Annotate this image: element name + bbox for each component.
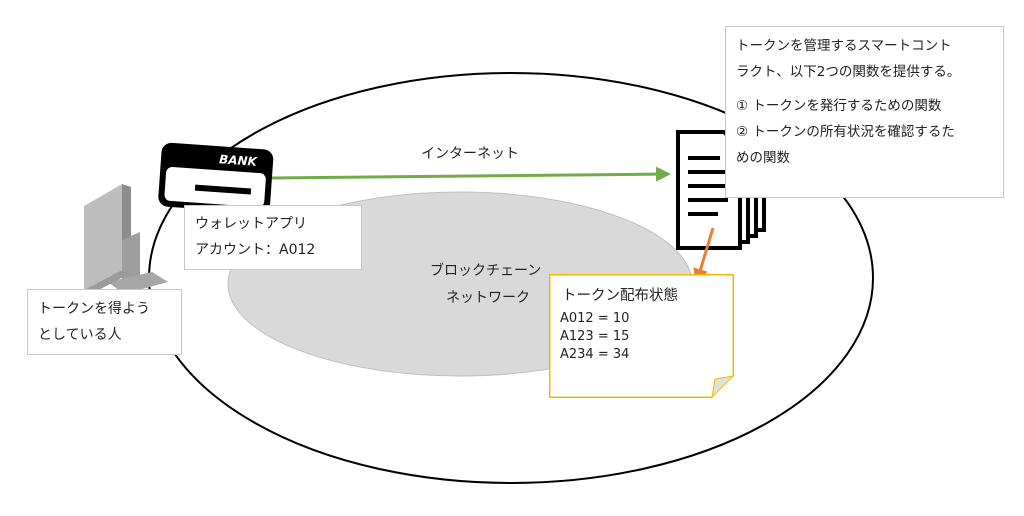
person-callout: トークンを得よう としている人 [27, 289, 182, 355]
token-note-frame [549, 274, 734, 398]
contract-item-2: ② トークンの所有状況を確認するた [736, 124, 955, 140]
internet-label: インターネット [421, 146, 519, 162]
smart-contract-callout: トークンを管理するスマートコント ラクト、以下2つの関数を提供する。 ① トーク… [725, 26, 1004, 198]
wallet-callout-line-1: ウォレットアプリ [195, 216, 307, 232]
person-callout-line-1: トークンを得よう [38, 301, 150, 317]
bank-card-icon: BANK [158, 142, 274, 214]
blockchain-label-line-2: ネットワーク [446, 290, 530, 306]
contract-description-line-2: ラクト、以下2つの関数を提供する。 [736, 64, 961, 80]
bank-card-text: BANK [219, 152, 259, 169]
token-note-row: A234 = 34 [560, 347, 630, 362]
token-note-title: トークン配布状態 [562, 288, 678, 304]
token-note-row: A012 = 10 [560, 311, 630, 326]
note-folded-corner [711, 375, 734, 398]
contract-description-line-1: トークンを管理するスマートコント [736, 38, 952, 54]
contract-spacer [736, 85, 993, 93]
contract-to-note-arrow [693, 227, 715, 284]
token-distribution-note: トークン配布状態 A012 = 10 A123 = 15 A234 = 34 [549, 274, 734, 398]
token-note-row: A123 = 15 [560, 329, 630, 344]
monitor-icon [84, 184, 168, 294]
contract-item-2-continued: めの関数 [736, 150, 790, 166]
blockchain-label-line-1: ブロックチェーン [430, 263, 542, 279]
contract-item-1: ① トークンを発行するための関数 [736, 98, 942, 114]
wallet-callout-line-2: アカウント：A012 [195, 242, 316, 258]
wallet-callout: ウォレットアプリ アカウント：A012 [184, 205, 362, 270]
internet-arrow [271, 166, 671, 182]
person-callout-line-2: としている人 [38, 327, 122, 343]
